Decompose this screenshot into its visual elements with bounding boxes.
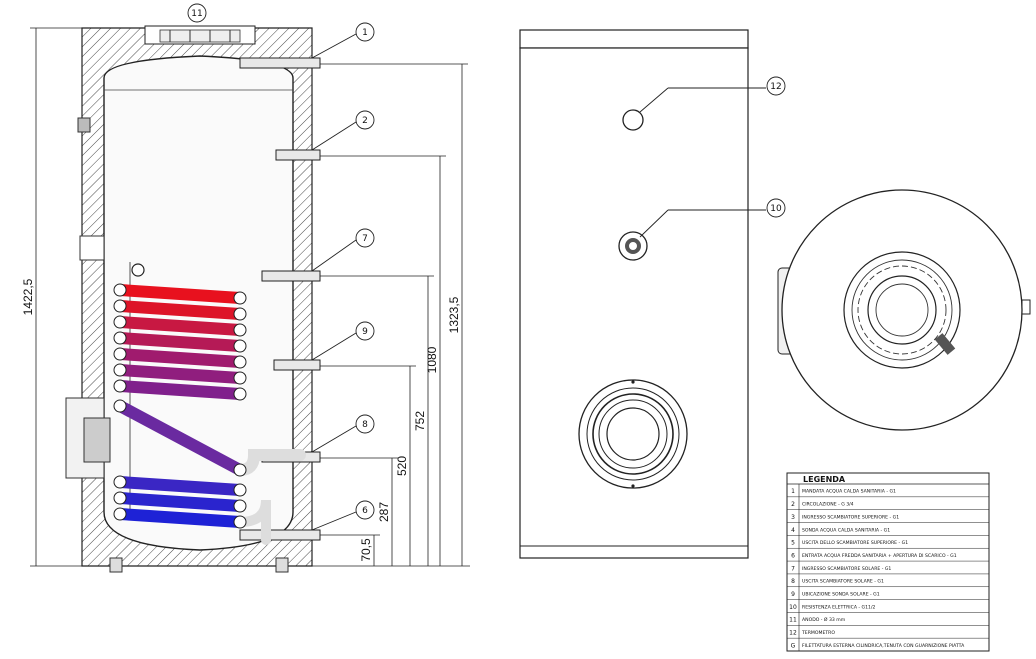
callout-8: 8	[362, 420, 368, 430]
legend-row-number: 7	[791, 565, 795, 572]
dim-752: 752	[413, 411, 427, 431]
dim-1323: 1323,5	[447, 296, 461, 333]
legend-row-text: TERMOMETRO	[801, 630, 835, 636]
legend-row-number: 9	[791, 591, 795, 598]
legend-row-text: USCITA DELLO SCAMBIATORE SUPERIORE - G1	[802, 540, 908, 546]
legend-row-text: USCITA SCAMBIATORE SOLARE - G1	[802, 579, 884, 585]
callout-12: 12	[770, 82, 781, 92]
callout-10: 10	[770, 204, 782, 214]
callout-11: 11	[191, 9, 202, 19]
legend-row-number: 3	[791, 514, 795, 521]
legend-row-text: UBICAZIONE SONDA SOLARE - G1	[802, 592, 880, 598]
callout-7: 7	[362, 234, 368, 244]
dim-1080: 1080	[425, 346, 439, 373]
dim-287: 287	[377, 502, 391, 522]
dimension-lines	[30, 27, 470, 567]
legend-row-number: 10	[789, 604, 797, 611]
legend-row-number: 12	[789, 630, 797, 637]
top-view	[777, 189, 1031, 431]
legend-row-text: INGRESSO SCAMBIATORE SOLARE - G1	[802, 566, 891, 572]
legend-row-number: 11	[789, 617, 797, 624]
legend-row-number: 2	[791, 501, 795, 508]
callout-2: 2	[362, 116, 368, 126]
dim-70: 70,5	[359, 538, 373, 562]
legend-row-text: MANDATA ACQUA CALDA SANITARIA - G1	[802, 489, 896, 495]
legend-row-text: SONDA ACQUA CALDA SANITARIA - G1	[802, 527, 890, 533]
legend-row-number: 5	[791, 540, 795, 547]
legend-title: LEGENDA	[803, 475, 846, 484]
legend-row-number: 8	[791, 578, 795, 585]
section-view: 1 2 7 9 8 6 11 1422,5 1323,5 1080 752 52…	[21, 3, 470, 573]
legend-row-number: 6	[791, 552, 795, 559]
legend-row-text: ENTRATA ACQUA FREDDA SANITARIA + APERTUR…	[802, 553, 957, 559]
legend-table: LEGENDA 1 MANDATA ACQUA CALDA SANITARIA -…	[786, 472, 990, 652]
legend-row-number: 4	[791, 527, 795, 534]
legend-row-number: 1	[791, 488, 795, 495]
dim-1422: 1422,5	[21, 278, 35, 315]
legend-row-text: ANODO - Ø 33 mm	[802, 616, 846, 623]
legend-row-text: RESISTENZA ELETTRICA - G11/2	[802, 604, 875, 610]
callouts	[187, 3, 375, 531]
legend-row-text: FILETTATURA ESTERNA CILINDRICA,TENUTA CO…	[802, 643, 965, 649]
dim-520: 520	[395, 456, 409, 476]
callout-9: 9	[362, 327, 368, 337]
callout-1: 1	[362, 28, 368, 38]
front-view: 12 10	[519, 29, 786, 559]
callout-6: 6	[362, 506, 368, 516]
legend-row-text: CIRCOLAZIONE - G 3/4	[802, 502, 854, 508]
legend-row-text: INGRESSO SCAMBIATORE SUPERIORE - G1	[802, 514, 899, 520]
legend-row-number: G	[791, 642, 796, 649]
